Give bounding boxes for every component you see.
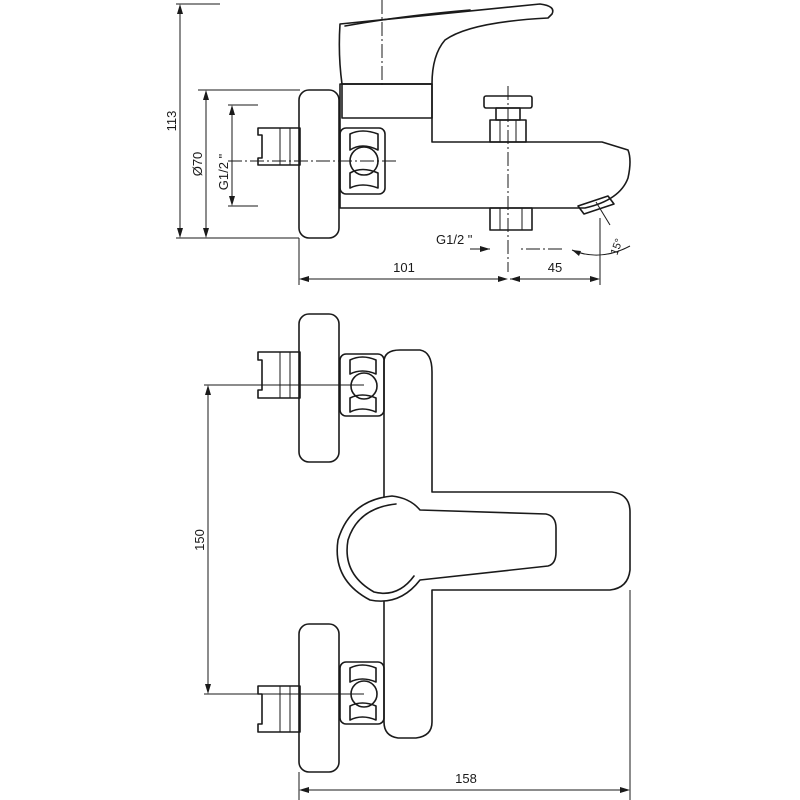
dim-spacing-label: 150 [192,529,207,551]
dim-diameter-label: Ø70 [190,152,205,177]
dim-height-label: 113 [164,111,179,132]
dim-thread-side-label: G1/2 " [216,153,231,190]
front-lever-handle [336,495,557,602]
side-mixer-body [339,83,631,209]
side-lever-handle [338,3,554,85]
front-wall-plate-bottom [298,623,340,773]
side-shower-outlet [489,207,533,231]
front-view [204,313,631,800]
dim-length-45-label: 45 [548,260,562,275]
dim-width-label: 158 [455,771,477,786]
side-wall-plate [298,89,340,239]
front-eccentric-nut-bottom [339,661,385,725]
dim-length-101-label: 101 [393,260,415,275]
side-view [176,0,631,285]
front-inlet-connector-bottom [257,685,301,733]
side-lever-collar [341,83,433,119]
front-inlet-connector-top [257,351,301,399]
front-wall-plate-top [298,313,340,463]
dim-angle-label: 15° [609,237,626,257]
front-dimensions: 150 158 [192,385,630,793]
side-dimensions: 113 Ø70 G1/2 " G1/2 " 101 45 15° [164,4,631,282]
dim-thread-bottom-label: G1/2 " [436,232,473,247]
front-mixer-body [383,349,631,739]
side-inlet-connector [257,127,301,166]
side-spout-aerator [577,195,615,215]
